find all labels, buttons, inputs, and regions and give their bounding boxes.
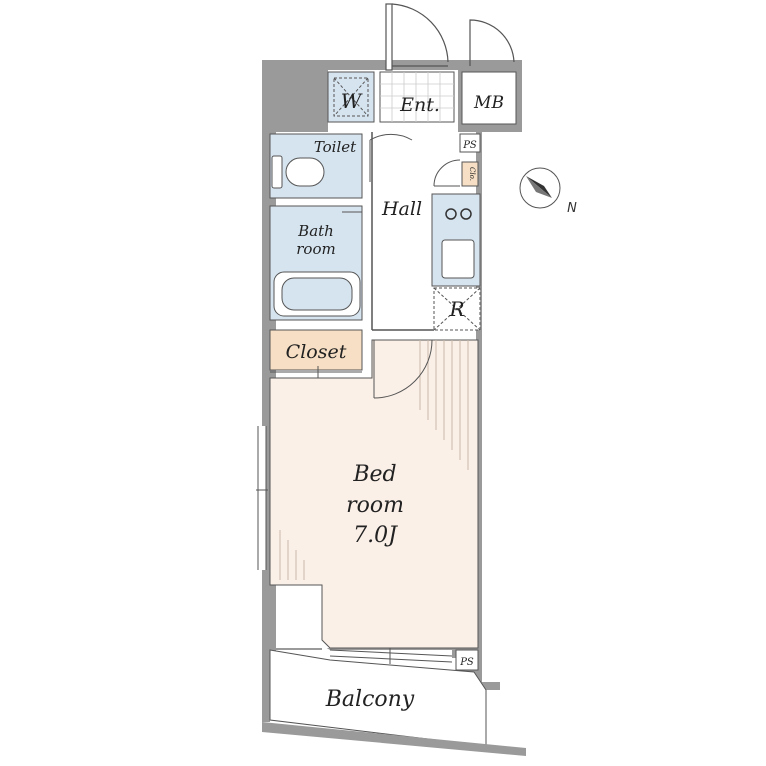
pipe-space-bottom: PS	[455, 649, 479, 671]
balcony-label: Balcony	[325, 687, 415, 712]
refrigerator-space: R	[433, 287, 481, 331]
bedroom-size-label: 7.0J	[353, 523, 398, 548]
pipe-space-top: PS	[459, 133, 481, 153]
entrance-door	[385, 3, 449, 71]
compass-north-label: N	[567, 201, 577, 216]
pipe-space-bottom-label: PS	[459, 657, 474, 668]
bath-label-line2: room	[296, 240, 335, 258]
bedroom: Bed room 7.0J	[256, 339, 479, 649]
balcony: Balcony	[262, 649, 526, 756]
closet: Closet	[269, 329, 363, 378]
entrance-label: Ent.	[399, 94, 440, 116]
kitchen	[431, 193, 481, 287]
bedroom-label-line2: room	[346, 493, 404, 518]
pipe-space-top-label: PS	[462, 140, 477, 151]
meter-box: MB	[461, 19, 517, 125]
closet-label: Closet	[286, 341, 347, 363]
bathroom: Bath room	[269, 205, 363, 321]
entrance-area: Ent.	[379, 71, 455, 123]
toilet-label: Toilet	[314, 138, 357, 156]
bedroom-label-line1: Bed	[352, 462, 396, 487]
meter-box-label: MB	[473, 93, 504, 113]
washer-space: W	[327, 71, 375, 123]
compass: N	[519, 167, 577, 216]
hall-label: Hall	[381, 198, 422, 220]
bath-label-line1: Bath	[297, 222, 334, 240]
refrigerator-label: R	[448, 297, 464, 321]
toilet-room: Toilet	[269, 133, 413, 199]
balcony-window	[329, 648, 453, 664]
washer-label: W	[341, 89, 363, 113]
small-closet: Clo.	[433, 159, 479, 187]
small-closet-label: Clo.	[468, 167, 476, 181]
